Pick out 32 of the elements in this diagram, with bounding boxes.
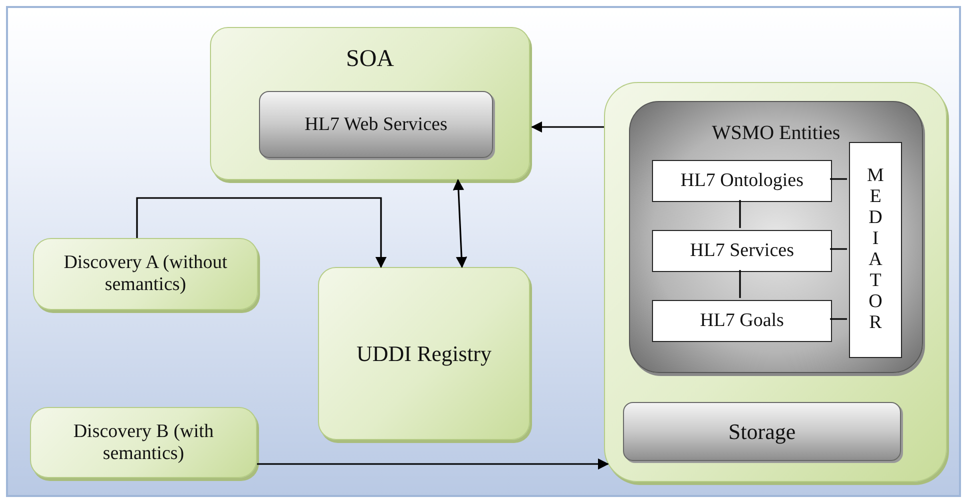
container-box [210,27,530,180]
label: Discovery B (with semantics) [72,420,215,464]
storage-box [623,402,901,461]
label: HL7 Ontologies [680,170,804,192]
label: Discovery A (without semantics) [62,252,228,296]
container-box [629,101,923,373]
entity-box [652,300,832,342]
arrow [257,458,610,470]
heading: SOA [346,46,394,74]
container-box [604,82,947,482]
entity-box [652,160,832,202]
arrow [136,197,387,268]
label: Storage [728,418,796,444]
process-box [30,407,257,478]
mediator-box [849,142,902,358]
entity-box [652,230,832,272]
connector-line [830,248,847,250]
arrow [452,178,468,268]
label: HL7 Goals [700,310,784,332]
label: MEDIATOR [866,166,885,334]
service-box [259,91,493,158]
registry-box [318,267,530,440]
heading: WSMO Entities [712,122,840,145]
connector-line [830,318,847,320]
process-box [33,238,258,310]
label: HL7 Web Services [304,114,448,136]
connector-line [739,200,741,228]
arrow [530,121,604,133]
label: UDDI Registry [356,340,492,366]
connector-line [830,178,847,180]
connector-line [739,270,741,298]
label: HL7 Services [690,240,794,262]
